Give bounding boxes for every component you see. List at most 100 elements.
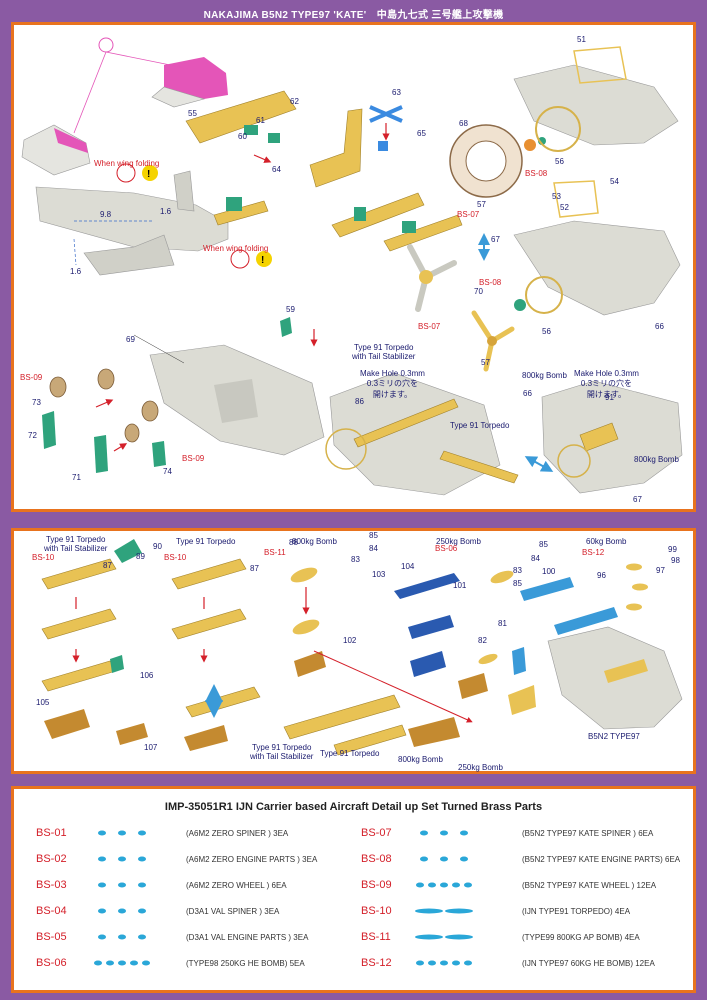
- part-number-label: 107: [144, 743, 158, 752]
- part-number-label: 68: [459, 119, 468, 128]
- ordnance-illustration: [41, 539, 683, 756]
- part-description: (B5N2 TYPE97 KATE ENGINE PARTS) 6EA: [522, 855, 681, 864]
- part-thumbnail-icon: [98, 908, 146, 914]
- brass-part-label: BS-12: [582, 548, 605, 557]
- part-code: BS-02: [36, 853, 67, 865]
- part-number-label: 85: [539, 540, 548, 549]
- warning-label: When wing folding: [94, 159, 160, 168]
- part-code: BS-08: [361, 853, 392, 865]
- brass-part-label: BS-07: [418, 322, 441, 331]
- part-number-label: 1.6: [160, 207, 172, 216]
- part-number-label: 103: [372, 570, 386, 579]
- part-number-label: 66: [655, 322, 664, 331]
- ordnance-caption: Type 91 Torpedo with Tail Stabilizer: [44, 535, 108, 553]
- part-number-label: 85: [369, 531, 378, 540]
- part-code: BS-04: [36, 905, 67, 917]
- svg-text:!: !: [147, 169, 150, 180]
- aircraft-torpedo-loaded: [325, 372, 554, 496]
- propeller-assemblies: [407, 244, 515, 372]
- landing-wheels: [42, 317, 292, 473]
- callout-label: Make Hole 0.3mm 0.3ミリの穴を 開けます。: [360, 369, 425, 399]
- ordnance-caption: 60kg Bomb: [586, 537, 627, 546]
- brass-part-label: BS-06: [435, 544, 458, 553]
- part-number-label: 84: [369, 544, 378, 553]
- part-number-label: 72: [28, 431, 37, 440]
- part-number-label: 57: [477, 200, 486, 209]
- part-number-label: 83: [513, 566, 522, 575]
- aircraft-folded-right: [513, 180, 681, 316]
- callout-label: 800kg Bomb: [522, 371, 567, 380]
- part-number-label: 100: [542, 567, 556, 576]
- part-thumbnail-icon: [416, 882, 472, 888]
- part-thumbnail-icon: [415, 908, 473, 914]
- part-number-label: 83: [351, 555, 360, 564]
- part-number-label: 84: [531, 554, 540, 563]
- part-thumbnail-icon: [94, 960, 150, 966]
- part-number-label: 98: [671, 556, 680, 565]
- callout-label: Type 91 Torpedo with Tail Stabilizer: [352, 343, 416, 361]
- part-number-label: 73: [32, 398, 41, 407]
- engine-cowl-flaps: [449, 124, 546, 198]
- part-number-label: 82: [478, 636, 487, 645]
- part-thumbnail-icon: [420, 830, 468, 836]
- part-description: (D3A1 VAL SPINER ) 3EA: [186, 907, 280, 916]
- part-number-label: 96: [597, 571, 606, 580]
- part-number-label: 51: [577, 35, 586, 44]
- brass-part-label: BS-08: [525, 169, 548, 178]
- part-thumbnail-icon: [420, 856, 468, 862]
- part-number-label: 106: [140, 671, 154, 680]
- part-description: (B5N2 TYPE97 KATE WHEEL ) 12EA: [522, 881, 657, 890]
- aircraft-top-right: [513, 46, 679, 152]
- part-number-label: 74: [163, 467, 172, 476]
- part-number-label: 59: [286, 305, 295, 314]
- part-number-label: 66: [523, 389, 532, 398]
- part-code: BS-03: [36, 879, 67, 891]
- part-number-label: 55: [188, 109, 197, 118]
- part-number-label: 101: [453, 581, 467, 590]
- part-number-label: 62: [290, 97, 299, 106]
- part-thumbnail-icon: [98, 934, 146, 940]
- part-number-label: 67: [633, 495, 642, 504]
- ordnance-caption: 800kg Bomb: [292, 537, 337, 546]
- aircraft-bomb-loaded: [541, 380, 683, 494]
- part-number-label: 85: [513, 579, 522, 588]
- part-number-label: 70: [474, 287, 483, 296]
- brass-part-label: BS-08: [479, 278, 502, 287]
- part-number-label: 56: [555, 157, 564, 166]
- part-description: (A6M2 ZERO SPINER ) 3EA: [186, 829, 289, 838]
- brass-part-label: BS-10: [164, 553, 187, 562]
- brass-part-label: BS-09: [20, 373, 43, 382]
- part-number-label: 91: [605, 393, 614, 402]
- part-number-label: 89: [136, 552, 145, 561]
- brass-part-label: BS-11: [264, 548, 286, 557]
- ordnance-caption: Type 91 Torpedo with Tail Stabilizer: [250, 743, 314, 761]
- part-number-label: 56: [542, 327, 551, 336]
- aircraft-b5n2-60kg: [547, 626, 683, 730]
- part-description: (B5N2 TYPE97 KATE SPINER ) 6EA: [522, 829, 654, 838]
- cockpit-brass-frames: [185, 90, 463, 252]
- ordnance-caption: Type 91 Torpedo: [176, 537, 236, 546]
- ordnance-caption: 250kg Bomb: [458, 763, 503, 772]
- part-number-label: 52: [560, 203, 569, 212]
- pink-wing-fold-parts: [21, 37, 228, 176]
- assembly-illustration-main: ! !: [21, 37, 683, 496]
- part-code: BS-12: [361, 957, 392, 969]
- part-number-label: 88: [289, 538, 298, 547]
- part-description: (TYPE99 800KG AP BOMB) 4EA: [522, 933, 640, 942]
- part-number-label: 1.6: [70, 267, 82, 276]
- part-number-label: 86: [355, 397, 364, 406]
- part-number-label: 99: [668, 545, 677, 554]
- part-number-label: 87: [250, 564, 259, 573]
- part-number-label: 71: [72, 473, 81, 482]
- part-number-label: 64: [272, 165, 281, 174]
- part-description: (A6M2 ZERO ENGINE PARTS ) 3EA: [186, 855, 318, 864]
- part-code: BS-10: [361, 905, 392, 917]
- part-thumbnail-icon: [415, 934, 473, 940]
- brass-part-label: BS-09: [182, 454, 205, 463]
- part-number-label: 9.8: [100, 210, 112, 219]
- part-number-label: 57: [481, 358, 490, 367]
- aircraft-wing-folding: ! !: [35, 163, 272, 276]
- aircraft-bottom-left: [133, 334, 325, 456]
- parts-list-panel: IMP-35051R1 IJN Carrier based Aircraft D…: [11, 786, 696, 993]
